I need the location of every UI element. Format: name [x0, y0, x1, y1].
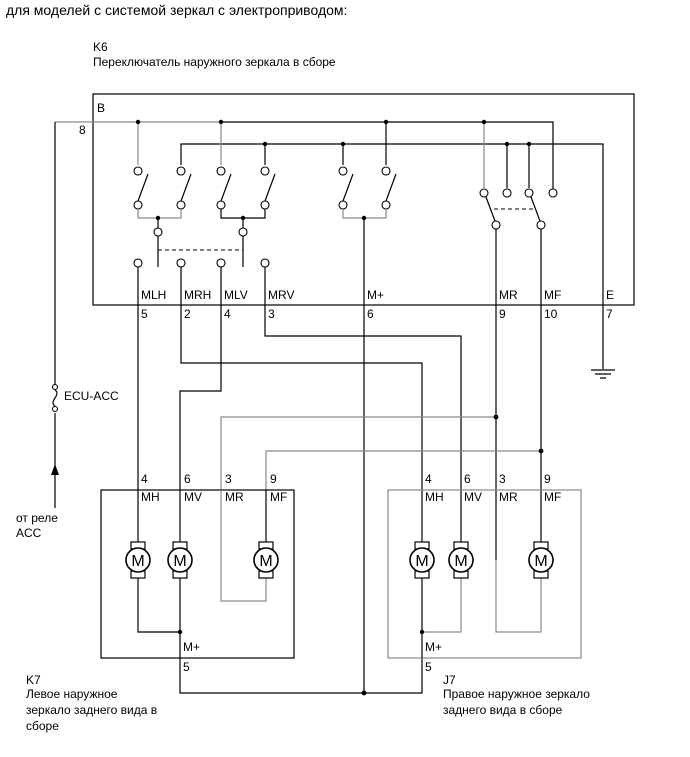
terminal-pin: 6: [367, 307, 374, 321]
svg-text:MR: MR: [225, 490, 244, 504]
svg-text:M: M: [415, 553, 428, 570]
right-mirror-name: Правое наружное зеркало: [443, 687, 590, 701]
svg-text:5: 5: [425, 660, 432, 674]
arrow-up-icon: [51, 464, 59, 475]
svg-text:M+: M+: [183, 640, 200, 654]
switch-internal-wiring: [55, 119, 604, 369]
ground-icon: [591, 369, 615, 379]
source-line1: от реле: [16, 511, 58, 525]
svg-text:M: M: [534, 553, 547, 570]
svg-text:MV: MV: [464, 490, 482, 504]
fuse-icon: [51, 383, 59, 413]
right-mirror-assembly: 4 MH 6 MV 3 MR 9 MF M+ 5: [387, 472, 582, 674]
svg-text:3: 3: [225, 472, 232, 486]
motor-icon: M: [167, 541, 193, 579]
right-mirror-code: J7: [443, 673, 456, 687]
svg-text:M: M: [454, 553, 467, 570]
source-line2: ACC: [16, 526, 42, 540]
svg-text:5: 5: [183, 660, 190, 674]
terminal-label: E: [606, 288, 614, 302]
svg-text:MF: MF: [544, 490, 561, 504]
terminal-label: MR: [499, 288, 518, 302]
svg-text:MH: MH: [425, 490, 444, 504]
svg-text:4: 4: [141, 472, 148, 486]
left-mirror-name: сборе: [26, 719, 59, 733]
harness-wires: [51, 122, 615, 696]
left-mirror-name: зеркало заднего вида в: [26, 703, 157, 717]
terminal-pin: 5: [141, 307, 148, 321]
svg-text:M: M: [259, 553, 272, 570]
svg-text:4: 4: [425, 472, 432, 486]
svg-text:M: M: [173, 553, 186, 570]
svg-text:6: 6: [184, 472, 191, 486]
right-mirror-name: заднего вида в сборе: [443, 703, 563, 717]
svg-text:3: 3: [499, 472, 506, 486]
motor-icon: M: [125, 541, 151, 579]
terminal-pin: 9: [499, 307, 506, 321]
motor-icon: M: [528, 541, 554, 579]
terminal-label: MLH: [141, 288, 166, 302]
svg-text:9: 9: [544, 472, 551, 486]
left-mirror-code: K7: [26, 673, 41, 687]
terminal-label: M+: [367, 288, 384, 302]
terminal-label: MF: [544, 288, 561, 302]
terminal-label: MLV: [224, 288, 248, 302]
fuse-label: ECU-ACC: [64, 389, 119, 403]
diagram-title: для моделей с системой зеркал с электроп…: [6, 2, 347, 18]
svg-text:M+: M+: [425, 640, 442, 654]
svg-text:MV: MV: [184, 490, 202, 504]
left-mirror-name: Левое наружное: [26, 687, 118, 701]
switch-name: Переключатель наружного зеркала в сборе: [93, 55, 336, 69]
b-pin: 8: [79, 123, 86, 137]
terminal-pin: 7: [606, 307, 613, 321]
svg-text:MH: MH: [141, 490, 160, 504]
b-label: B: [97, 101, 105, 115]
motor-icon: M: [448, 541, 474, 579]
svg-text:9: 9: [270, 472, 277, 486]
motor-icon: M: [409, 541, 435, 579]
svg-text:6: 6: [464, 472, 471, 486]
svg-text:MF: MF: [270, 490, 287, 504]
terminal-pin: 4: [224, 307, 231, 321]
switch-contacts: [133, 166, 558, 268]
terminal-pin: 3: [268, 307, 275, 321]
motor-icon: M: [253, 541, 279, 579]
motors: M M M M M M: [125, 541, 554, 579]
terminal-label: MRH: [184, 288, 211, 302]
svg-text:MR: MR: [499, 490, 518, 504]
switch-terminals: MLH 5 MRH 2 MLV 4 MRV 3 M+ 6 MR 9 MF 10 …: [141, 288, 614, 321]
switch-code: K6: [93, 40, 108, 54]
terminal-label: MRV: [268, 288, 294, 302]
svg-text:M: M: [131, 553, 144, 570]
terminal-pin: 2: [184, 307, 191, 321]
terminal-pin: 10: [544, 307, 558, 321]
left-mirror-assembly: 4 MH 6 MV 3 MR 9 MF M+ 5: [100, 472, 295, 674]
